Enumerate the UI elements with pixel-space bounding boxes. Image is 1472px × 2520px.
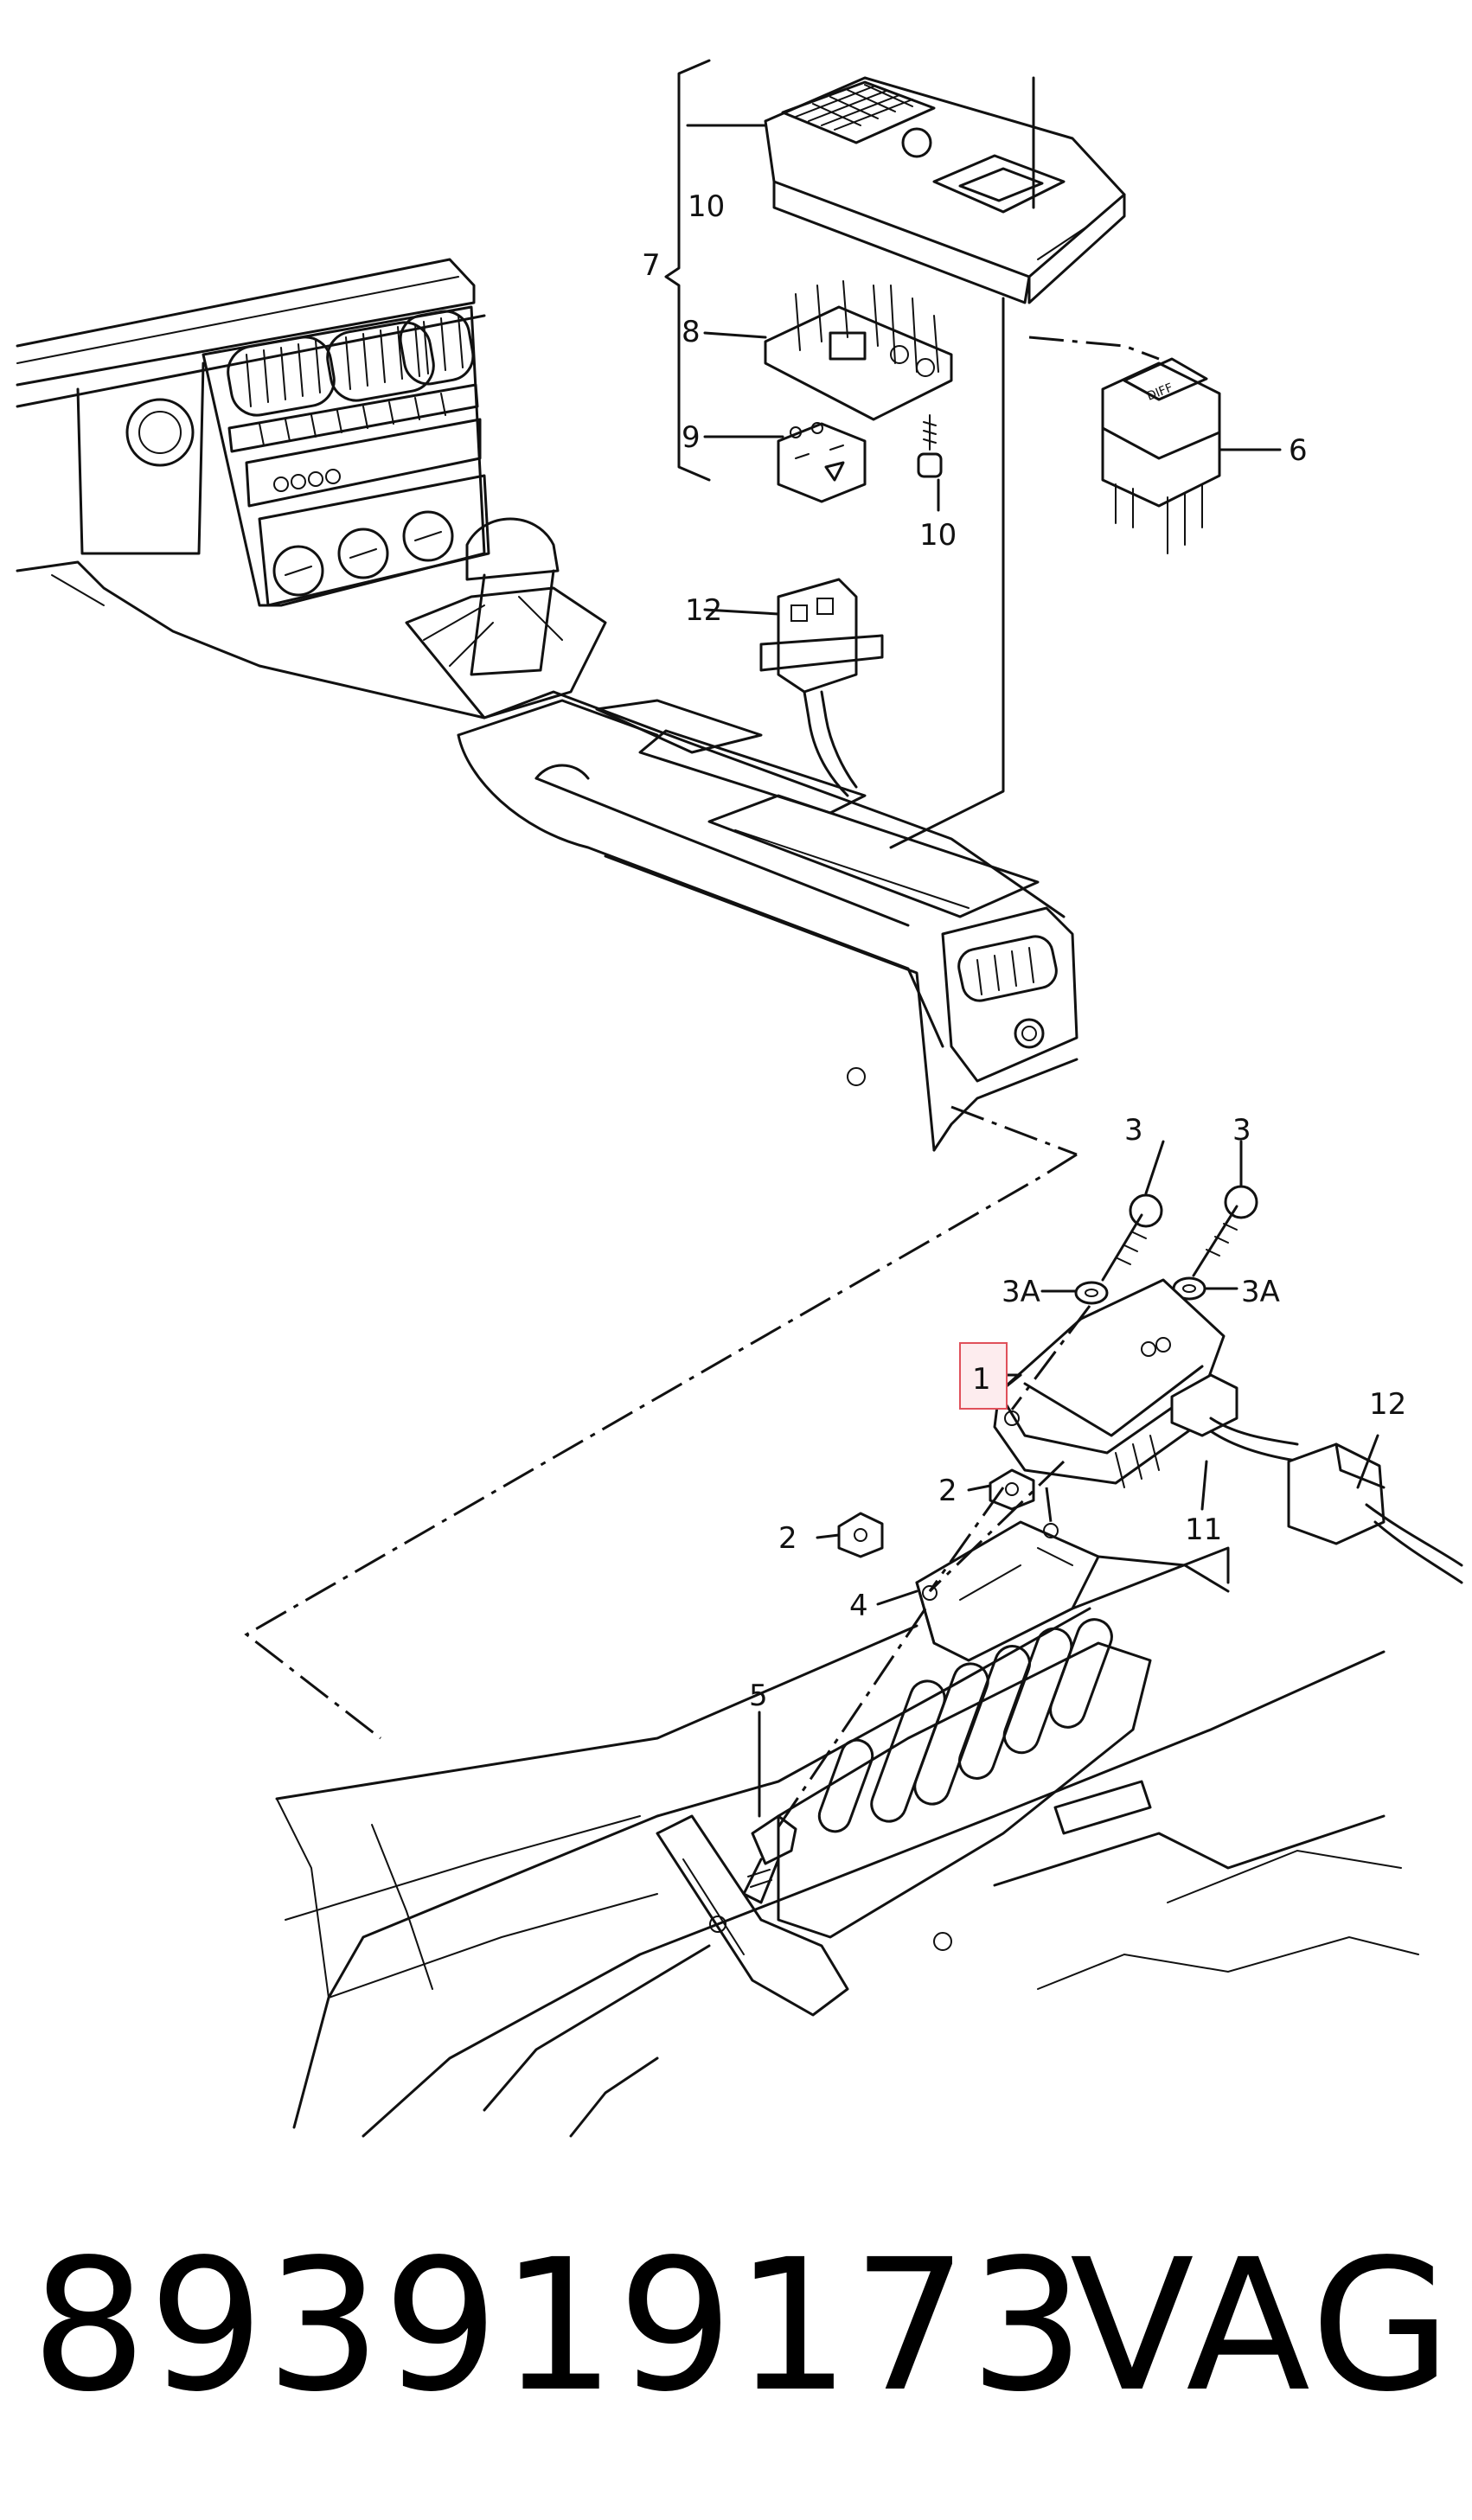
callout-6[interactable]: 6 — [1289, 433, 1308, 468]
callout-labels: 1 2 2 3 3 3A 3A 4 5 6 7 8 9 10 10 11 12 … — [642, 189, 1406, 1713]
callout-12-lower[interactable]: 12 — [1369, 1387, 1406, 1422]
callout-8[interactable]: 8 — [682, 315, 701, 349]
callout-3-left[interactable]: 3 — [1124, 1113, 1143, 1148]
callout-7[interactable]: 7 — [642, 248, 661, 283]
part-number: 893919173 — [31, 2220, 1087, 2432]
callout-2-upper[interactable]: 2 — [938, 1474, 957, 1508]
link-line-upper — [950, 1105, 1078, 1156]
switch-housing-assembly — [664, 59, 1221, 849]
brand-name: VAG — [1070, 2220, 1455, 2432]
callout-4[interactable]: 4 — [849, 1589, 868, 1623]
callout-5[interactable]: 5 — [749, 1679, 768, 1713]
callout-12-upper[interactable]: 12 — [685, 593, 722, 628]
link-line — [244, 1153, 1078, 1740]
callout-3A-left[interactable]: 3A — [1002, 1275, 1040, 1309]
callout-3-right[interactable]: 3 — [1232, 1113, 1251, 1148]
exploded-parts-diagram: 1 2 2 3 3 3A 3A 4 5 6 7 8 9 10 10 11 12 … — [16, 59, 1463, 2138]
leader-lines — [703, 331, 1379, 1818]
callout-3A-right[interactable]: 3A — [1241, 1275, 1280, 1309]
callout-2-lower[interactable]: 2 — [778, 1521, 797, 1556]
callout-1[interactable]: 1 — [972, 1362, 991, 1397]
control-unit-assembly — [275, 1185, 1463, 2138]
callout-10-lower[interactable]: 10 — [919, 518, 957, 553]
dashboard-illustration — [16, 258, 1078, 1152]
footer: 893919173 VAG — [0, 2214, 1472, 2473]
callout-10-upper[interactable]: 10 — [688, 189, 725, 224]
callout-1-highlight — [959, 1342, 1008, 1410]
callout-11[interactable]: 11 — [1185, 1513, 1222, 1547]
callout-9[interactable]: 9 — [682, 420, 701, 455]
